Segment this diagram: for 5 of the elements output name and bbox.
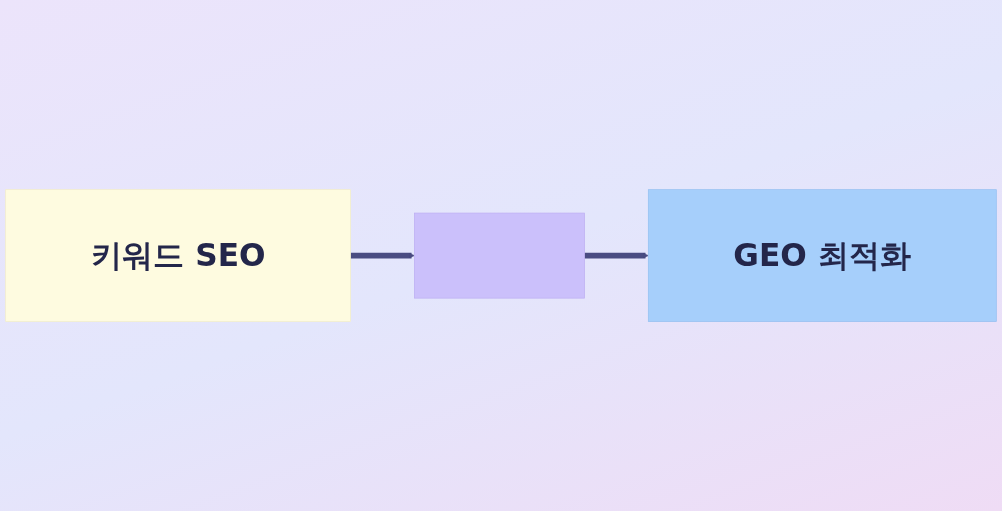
arrow [584, 252, 649, 259]
node-box: GEO 최적화 [647, 189, 997, 322]
node-box: 키워드 SEO [5, 189, 351, 322]
node-box [414, 212, 585, 299]
arrow [350, 252, 415, 259]
